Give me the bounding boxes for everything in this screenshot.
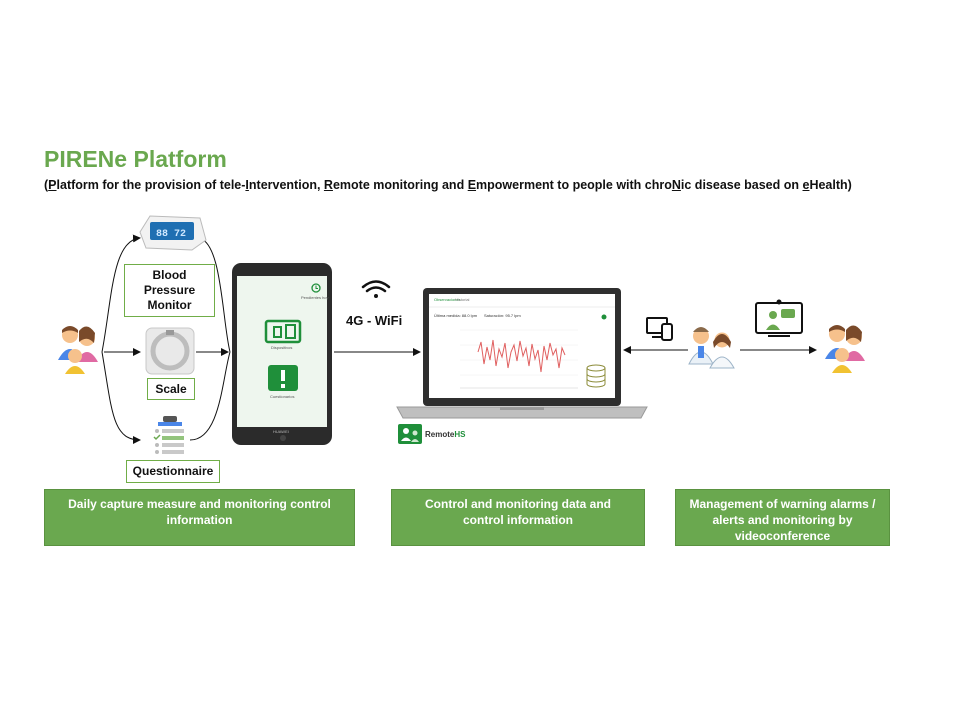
devices-icon — [646, 317, 673, 341]
laptop-tab-history: Historial — [455, 297, 470, 302]
phone-app-questionnaires-label: Cuestionarios — [270, 394, 295, 399]
subtitle-segment: R — [323, 178, 333, 192]
wifi-icon — [361, 280, 391, 298]
videoconference-icon — [755, 299, 803, 337]
subtitle-segment: ( — [44, 178, 49, 192]
subtitle-segment: Health) — [809, 178, 852, 192]
subtitle-segment: N — [671, 178, 681, 192]
subtitle-segment: P — [48, 178, 57, 192]
page-subtitle: (Platform for the provision of tele-Inte… — [44, 178, 852, 192]
footer-box-capture: Daily capture measure and monitoring con… — [44, 489, 355, 546]
blood-pressure-label: Blood Pressure Monitor — [124, 264, 215, 317]
doctors-icon — [688, 327, 735, 369]
laptop — [396, 288, 648, 419]
smartphone — [232, 263, 332, 445]
phone-brand: HUAWEI — [273, 429, 289, 434]
subtitle-segment: I — [245, 178, 249, 192]
brand-prefix: Remote — [425, 430, 455, 439]
page-title: PIRENe Platform — [44, 146, 227, 172]
brand-suffix: HS — [454, 430, 466, 439]
subtitle-segment: e — [802, 178, 810, 192]
svg-text:88 72: 88 72 — [156, 229, 186, 240]
connection-label: 4G - WiFi — [346, 313, 403, 328]
footer-box-alarms: Management of warning alarms / alerts an… — [675, 489, 890, 546]
laptop-reading-1: Última medida: 88.0 lpm — [434, 313, 478, 318]
patients-icon-left — [58, 326, 98, 374]
subtitle-segment: ntervention, — [248, 178, 324, 192]
patients-icon-right — [825, 325, 865, 373]
subtitle-segment: emote monitoring and — [332, 178, 468, 192]
scale-label: Scale — [147, 378, 195, 400]
scale-device-icon — [145, 327, 195, 375]
laptop-reading-2: Saturación: 95.7 lpm — [484, 313, 521, 318]
subtitle-segment: E — [467, 178, 477, 192]
laptop-tab-observations: Observaciones — [434, 297, 461, 302]
phone-app-devices-label: Dispositivos — [271, 345, 293, 350]
blood-pressure-device-icon: 88 72 — [139, 215, 207, 251]
remotehs-brand: RemoteHS — [425, 430, 465, 439]
subtitle-segment: mpowerment to people with chro — [476, 178, 672, 192]
footer-box-control: Control and monitoring data and control … — [391, 489, 645, 546]
subtitle-segment: ic disease based on — [680, 178, 803, 192]
phone-pending-label: Pendientes hoy — [301, 295, 329, 300]
questionnaire-label: Questionnaire — [126, 460, 220, 483]
subtitle-segment: latform for the provision of tele- — [56, 178, 246, 192]
questionnaire-icon — [153, 416, 184, 454]
remotehs-logo-icon — [398, 424, 422, 444]
